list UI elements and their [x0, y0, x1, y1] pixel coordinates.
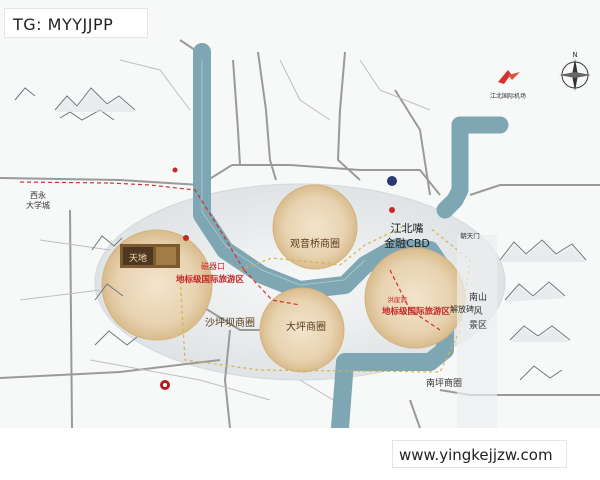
- jiangbeizui-label: 江北嘴: [391, 222, 424, 235]
- development-brand-label: 天地: [129, 252, 147, 264]
- development-project: 天地: [120, 244, 180, 268]
- ciqikou-label: 磁器口: [201, 261, 225, 271]
- svg-text:N: N: [572, 51, 577, 59]
- shapingba-label: 沙坪坝商圈: [205, 316, 255, 329]
- xiyong-label-2: 大学城: [26, 200, 50, 210]
- chaotianmen-label: 朝天门: [460, 231, 480, 240]
- tourism-label-east: 地标级国际旅游区: [382, 306, 451, 317]
- guanyinqiao-district: [272, 184, 358, 270]
- airplane-icon: [498, 70, 520, 84]
- nanshan-label-2: 风: [473, 306, 482, 317]
- hongyadong-label: 洪崖洞: [387, 295, 407, 304]
- train-station-icon: [163, 176, 397, 387]
- website-watermark[interactable]: www.yingkejjzw.com: [392, 440, 567, 468]
- jiangbeizui-cbd-district: [364, 247, 466, 349]
- tourism-label-west: 地标级国际旅游区: [176, 274, 245, 285]
- jiefangbei-label: 解放碑: [450, 304, 474, 314]
- nanshan-label-1: 南山: [469, 291, 487, 303]
- daping-label: 大坪商圈: [286, 320, 326, 333]
- nanping-label: 南坪商圈: [426, 377, 462, 389]
- xiyong-label-1: 西永: [30, 190, 46, 200]
- compass-icon: N: [559, 51, 591, 91]
- daping-district: [259, 287, 345, 373]
- airport-label: 江北国际机场: [490, 92, 526, 100]
- cbd-label: 金融CBD: [384, 236, 430, 250]
- yangtze-jialing-rivers: [193, 43, 509, 437]
- watermark-tag: TG: MYYJJPP: [4, 8, 148, 38]
- location-pin-icon: [160, 167, 395, 390]
- mountain-icon: [14, 87, 587, 381]
- guanyinqiao-label: 观音桥商圈: [290, 237, 340, 250]
- nanshan-label-3: 景区: [469, 320, 487, 331]
